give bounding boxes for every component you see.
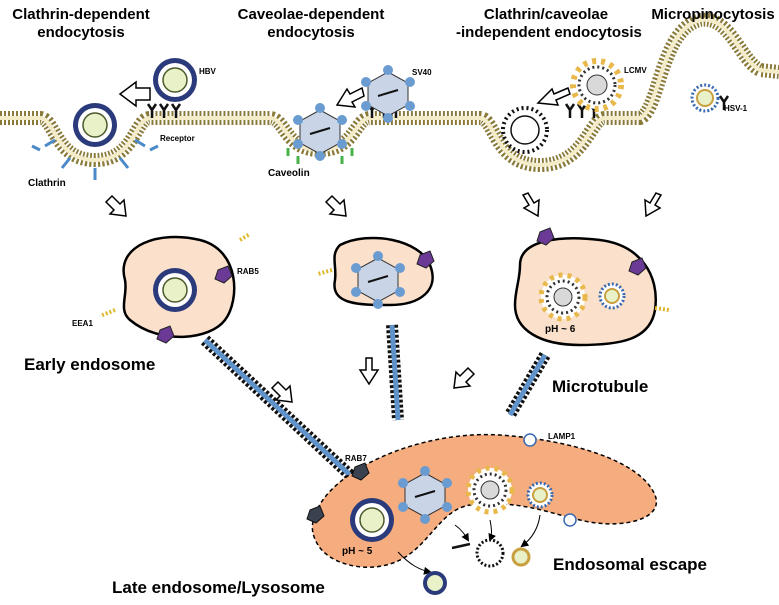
- heading-caveolae-line2: endocytosis: [267, 24, 355, 41]
- label-hsv1: HSV-1: [724, 104, 748, 113]
- microtubules: [200, 324, 551, 480]
- early-endosome-clathrin: [99, 232, 252, 344]
- caveolin-marks: [286, 148, 354, 164]
- label-early-endosome: Early endosome: [24, 355, 156, 374]
- label-eea1: EEA1: [72, 319, 93, 328]
- label-caveolin: Caveolin: [268, 168, 310, 179]
- label-clathrin: Clathrin: [28, 178, 66, 189]
- released-cargo: [423, 538, 531, 595]
- label-microtubule: Microtubule: [552, 377, 649, 396]
- down-arrows: [104, 192, 663, 403]
- label-late-endosome: Late endosome/Lysosome: [112, 578, 325, 597]
- label-hbv: HBV: [199, 67, 216, 76]
- hsv1-virion: [690, 83, 720, 113]
- entry-arrows: [118, 80, 571, 108]
- lcmv-virion: [570, 58, 624, 112]
- hbv-in-pit: [73, 103, 117, 147]
- label-endosomal-escape: Endosomal escape: [553, 555, 708, 574]
- late-endosome: [306, 433, 658, 568]
- label-rab5: RAB5: [237, 267, 259, 276]
- receptors: [146, 95, 730, 118]
- early-endosome-independent: [513, 227, 670, 347]
- heading-clathrin-line1: Clathrin-dependent: [12, 6, 150, 23]
- heading-clathrin-line2: endocytosis: [37, 24, 125, 41]
- label-receptor: Receptor: [160, 134, 195, 143]
- label-lamp1: LAMP1: [548, 432, 576, 441]
- early-endosome-caveolae: [317, 236, 435, 309]
- virion-in-invagination: [501, 106, 549, 154]
- label-ph5: pH ~ 5: [342, 546, 373, 557]
- heading-independent-line1: Clathrin/caveolae: [483, 6, 609, 23]
- label-ph6: pH ~ 6: [545, 324, 576, 335]
- heading-caveolae-line1: Caveolae-dependent: [237, 6, 385, 23]
- label-sv40: SV40: [412, 68, 432, 77]
- plasma-membrane: [0, 12, 779, 173]
- label-rab7: RAB7: [345, 454, 367, 463]
- sv40-virion: [361, 65, 415, 123]
- heading-independent-line2: -independent endocytosis: [456, 24, 642, 41]
- hbv-virion: [153, 58, 197, 102]
- label-lcmv: LCMV: [624, 66, 647, 75]
- heading-macropinocytosis: Micropinocytosis: [651, 6, 775, 23]
- clathrin-coat: [31, 138, 159, 180]
- sv40-in-caveola: [293, 103, 347, 161]
- escape-arrows: [397, 514, 541, 575]
